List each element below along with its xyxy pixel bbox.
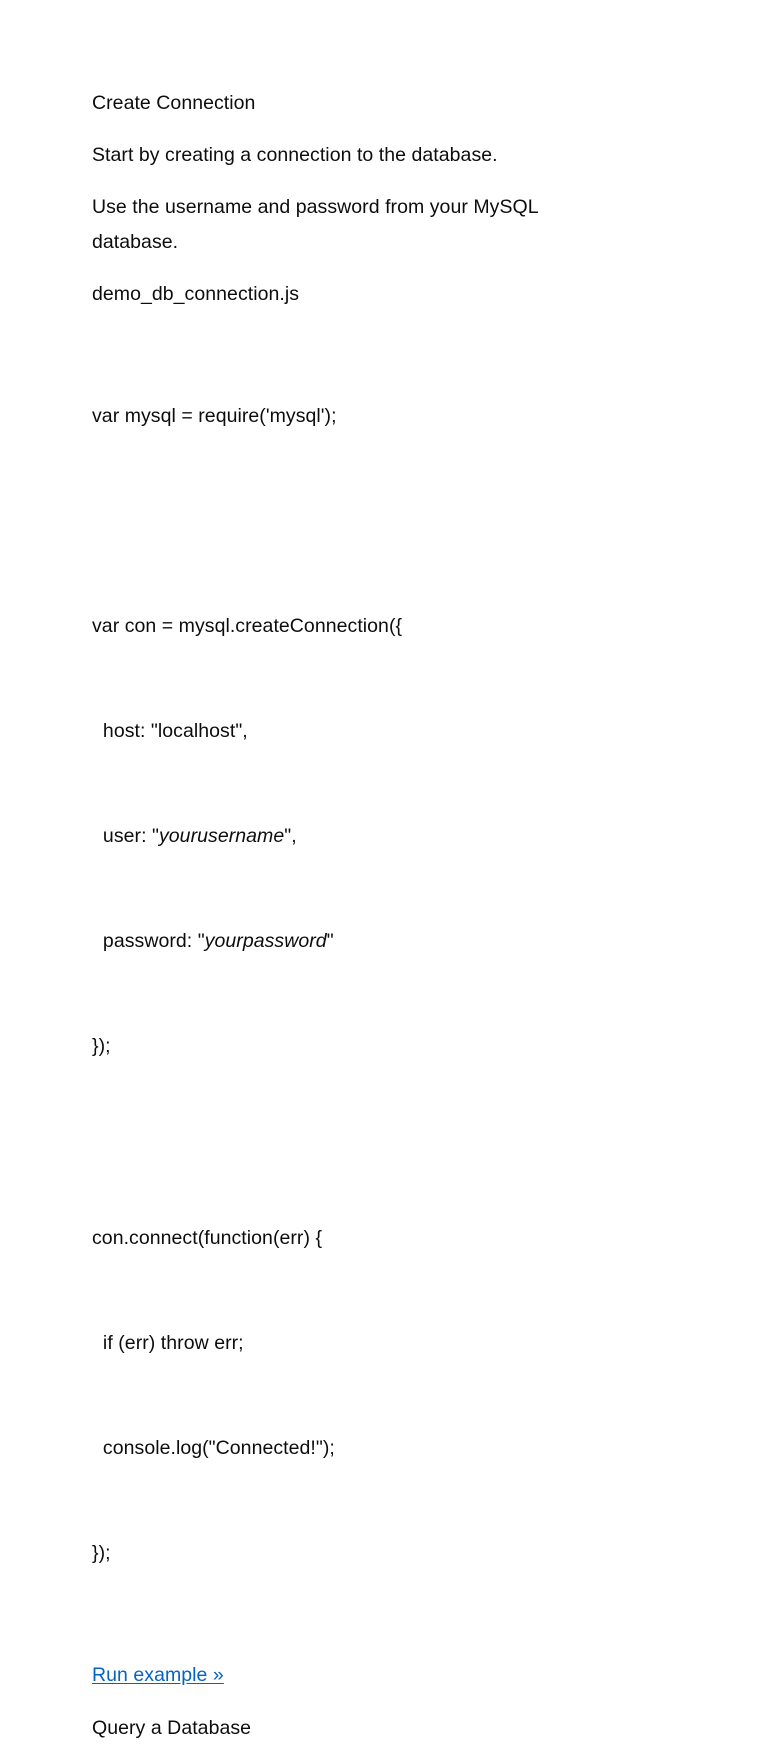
section-title-query-a-database: Query a Database [92,1717,252,1739]
code-fragment: user: " [92,825,159,847]
code-line: }); [92,1035,111,1057]
page-title-create-connection: Create Connection [92,92,256,114]
code-line: if (err) throw err; [92,1332,244,1354]
code-fragment: ", [284,825,297,847]
run-example-link[interactable]: Run example » [92,1664,224,1686]
code-line: var con = mysql.createConnection({ [92,615,403,637]
code-line: con.connect(function(err) { [92,1227,323,1249]
code-line: }); [92,1542,111,1564]
code-line: password: "yourpassword" [92,924,708,959]
code-line: host: "localhost", [92,720,248,742]
code-line: console.log("Connected!"); [92,1437,335,1459]
code-line-blank [92,504,708,539]
code-fragment: " [326,930,334,952]
code-block-connection: var mysql = require('mysql'); var con = … [92,329,708,1134]
code-line: var mysql = require('mysql'); [92,405,337,427]
intro-paragraph: Start by creating a connection to the da… [92,144,498,166]
code-line: user: "yourusername", [92,819,708,854]
credentials-paragraph: Use the username and password from your … [92,196,544,253]
code-fragment: password: " [92,930,205,952]
code-placeholder-username: yourusername [158,825,285,847]
code-filename-label: demo_db_connection.js [92,283,300,305]
code-block-connect-callback: con.connect(function(err) { if (err) thr… [92,1151,708,1641]
document-page: Create Connection Start by creating a co… [92,92,544,1739]
code-placeholder-password: yourpassword [204,930,327,952]
run-example-row: Run example » [92,1658,708,1694]
